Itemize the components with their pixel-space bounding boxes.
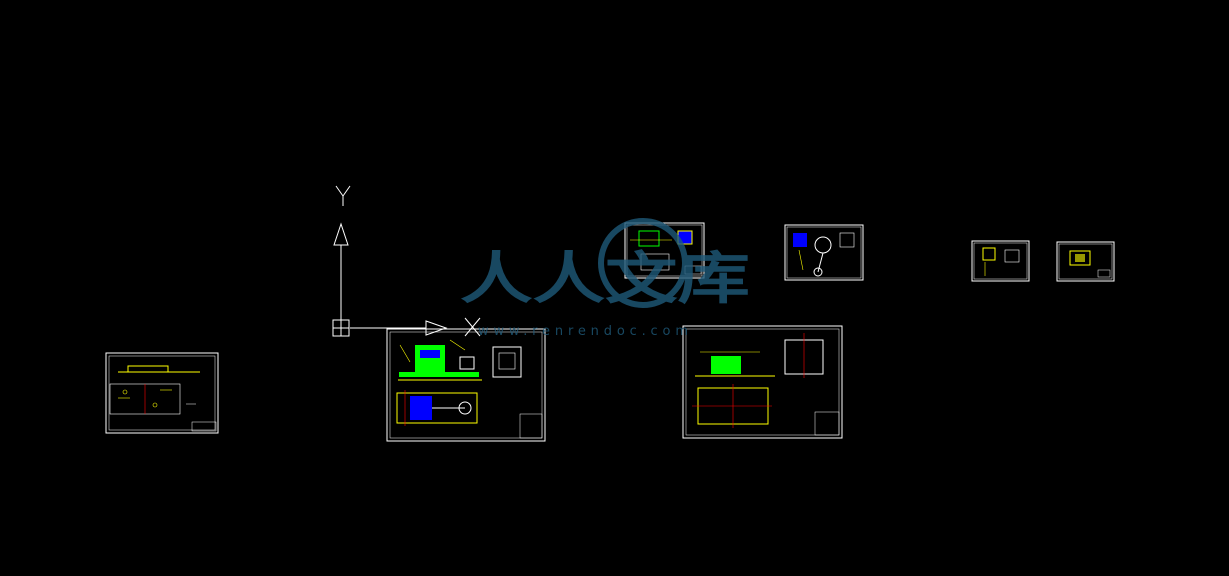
watermark-url: www.renrendoc.com (478, 324, 688, 339)
watermark: 人人文库 www.renrendoc.com (460, 218, 750, 339)
ucs-axis-icon (332, 185, 481, 337)
y-axis-letter-icon (335, 185, 351, 206)
drawing-sheet-6[interactable] (971, 240, 1030, 282)
drawing-sheet-7[interactable] (1056, 241, 1115, 282)
drawing-sheet-2[interactable] (386, 328, 546, 442)
watermark-text: 人人文库 (460, 247, 750, 312)
drawing-sheet-4[interactable] (682, 325, 843, 439)
drawing-sheet-1[interactable] (105, 352, 219, 434)
x-axis-letter-icon (464, 317, 481, 337)
drawing-sheet-5[interactable] (784, 224, 864, 281)
